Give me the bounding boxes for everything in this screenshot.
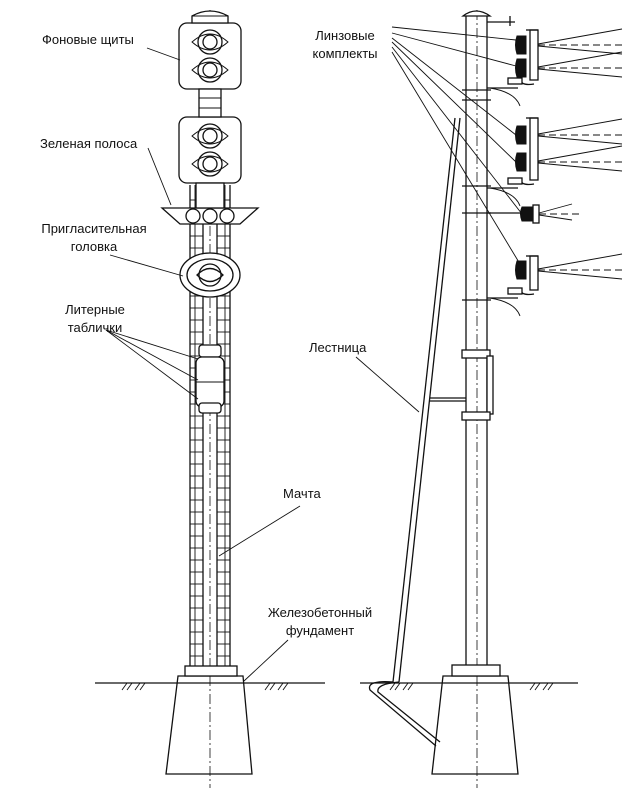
ladder-rail-b [398, 117, 461, 683]
ladder-foot [368, 681, 437, 747]
front-foundation [165, 675, 253, 775]
label-invitation-head-1: Пригласительная [41, 221, 147, 236]
side-view [360, 10, 623, 788]
side-head-3 [487, 253, 623, 317]
label-foundation-1: Железобетонный [267, 605, 373, 620]
ground-hatches [121, 682, 554, 691]
front-base-plate [184, 665, 238, 677]
side-head-1 [487, 28, 623, 107]
letter-plate-bottom [198, 402, 222, 414]
front-lens-2 [197, 57, 223, 83]
front-top-cap [191, 10, 229, 24]
side-box [486, 355, 494, 415]
label-mast: Мачта [283, 486, 321, 501]
ladder-rail-a [392, 117, 456, 683]
front-lens-1 [197, 29, 223, 55]
front-lenses [191, 29, 229, 177]
letter-plate-top [198, 344, 222, 358]
label-green-stripe: Зеленая полоса [40, 136, 138, 151]
label-invitation-head-2: головка [70, 239, 118, 254]
side-foundation [431, 675, 519, 775]
label-background-shields: Фоновые щиты [42, 32, 134, 47]
side-invitation-head [487, 203, 580, 224]
side-heads [462, 28, 623, 317]
label-letter-plates-1: Литерные [65, 302, 125, 317]
front-lens-4 [197, 151, 223, 177]
front-lens-3 [197, 123, 223, 149]
label-lens-sets-2: комплекты [312, 46, 378, 61]
side-head-2 [487, 117, 623, 207]
label-foundation-2: фундамент [285, 623, 355, 638]
label-lens-sets-1: Линзовые [315, 28, 375, 43]
front-view [95, 10, 325, 788]
label-letter-plates-2: таблички [67, 320, 123, 335]
leader-lines [105, 26, 523, 682]
label-ladder: Лестница [309, 340, 367, 355]
